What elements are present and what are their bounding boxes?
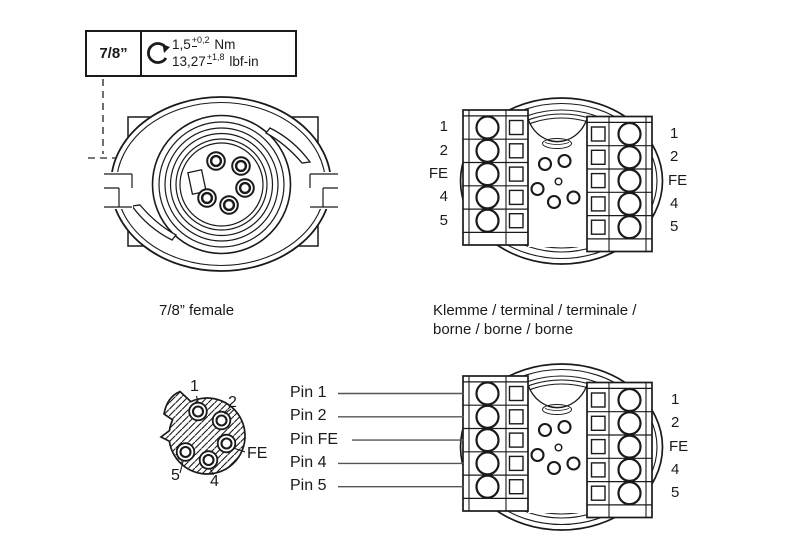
terminal-bottom-right-label-2: 2 [671,414,680,431]
bayonet-slot-left [104,172,133,209]
terminal-block-top [459,96,664,266]
torque-lbf-line: 13,27+1,8 lbf-in [172,53,259,69]
pin-label-fe: Pin FE [290,431,339,448]
pin-label-1: Pin 1 [290,384,327,401]
female-face-label-5: 5 [171,467,180,484]
pin-label-2: Pin 2 [290,407,327,424]
terminal-top-right-label-fe: FE [668,172,688,189]
torque-rotation-icon [147,42,170,64]
terminal-top-left-label-4: 4 [439,188,448,205]
caption-connector-front: 7/8” female [159,302,235,319]
female-face-label-fe: FE [247,445,268,462]
terminal-bottom-right-label-5: 5 [671,484,680,501]
torque-cell: 1,5+0,2 Nm 13,27+1,8 lbf-in [142,32,295,75]
terminal-top-left-label-1: 1 [439,118,448,135]
terminal-top-left-label-5: 5 [439,212,448,229]
female-face-label-1: 1 [190,378,199,395]
terminal-top-right-label-1: 1 [670,125,679,142]
terminal-bottom-right-label-4: 4 [671,461,680,478]
terminal-top-right-label-2: 2 [670,148,679,165]
torque-nm-tolerance: +0,2 [191,35,210,47]
pin-leader-lines [338,392,464,488]
bayonet-slot-right [309,172,338,209]
terminal-top-left-label-2: 2 [439,142,448,159]
torque-lbf-value: 13,27 [172,54,206,69]
connector-size-label: 7/8” [99,45,128,62]
torque-lbf-tolerance: +1,8 [206,52,225,64]
connector-size-cell: 7/8” [87,32,142,75]
connector-socket-holes [197,151,255,215]
terminal-top-right-label-5: 5 [670,218,679,235]
caption-terminal-line1: Klemme / terminal / terminale / [433,302,637,319]
torque-lbf-unit: lbf-in [229,54,259,69]
terminal-bottom-right-label-fe: FE [669,438,689,455]
female-face-label-leaders [179,395,246,476]
female-face-label-2: 2 [228,394,237,411]
terminal-top-right-label-4: 4 [670,195,679,212]
connector-front-drawing [104,96,338,272]
spec-box: 7/8” 1,5+0,2 Nm 13,27+1,8 lbf-in [85,30,297,77]
female-face-label-4: 4 [210,473,219,490]
torque-nm-unit: Nm [214,37,236,52]
female-face-sockets [175,401,237,470]
caption-terminal-line2: borne / borne / borne [433,321,574,338]
pin-label-4: Pin 4 [290,454,327,471]
torque-nm-value: 1,5 [172,37,191,52]
pin-label-5: Pin 5 [290,477,327,494]
terminal-block-bottom [459,362,664,532]
female-face-diagram [159,390,246,476]
torque-nm-line: 1,5+0,2 Nm [172,36,235,52]
terminal-bottom-right-label-1: 1 [671,391,680,408]
terminal-top-left-label-fe: FE [428,165,448,182]
